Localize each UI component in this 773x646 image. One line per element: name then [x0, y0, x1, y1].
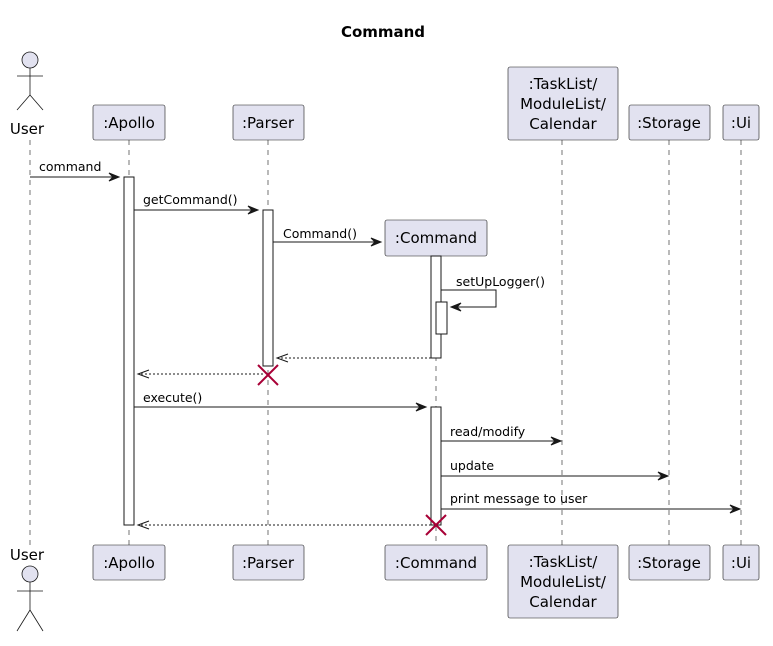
message-label: getCommand() [143, 192, 238, 207]
activation-apollo [123, 176, 135, 526]
actor-user-top: User [10, 51, 45, 138]
participant-label: :Parser [242, 114, 295, 132]
participant-tasklist-top: :TaskList/ ModuleList/ Calendar [507, 66, 619, 141]
message-getcommand: getCommand() [134, 192, 260, 215]
activation-parser [262, 209, 274, 367]
actor-label-bottom: User [10, 546, 45, 564]
arrowhead [108, 172, 121, 182]
arrowhead [449, 302, 462, 312]
message-command: command [30, 159, 121, 182]
arrowhead [729, 504, 742, 514]
message-label: update [450, 458, 494, 473]
arrowhead [415, 402, 428, 412]
participant-label-line1: :TaskList/ [529, 553, 599, 571]
message-label: execute() [143, 390, 202, 405]
participant-ui-top: :Ui [722, 104, 760, 141]
participant-apollo-top: :Apollo [92, 104, 166, 141]
participant-label: :Storage [637, 114, 701, 132]
participant-label: :Apollo [103, 114, 155, 132]
message-update: update [441, 458, 670, 481]
participant-label-line3: Calendar [529, 593, 597, 611]
activation-command-self [435, 301, 448, 335]
participant-label-line3: Calendar [529, 115, 597, 133]
participant-parser-bottom: :Parser [232, 544, 305, 581]
participant-command-created: :Command [384, 219, 488, 257]
arrowhead [275, 353, 289, 363]
actor-head [21, 51, 39, 69]
participant-storage-top: :Storage [628, 104, 711, 141]
arrowhead [247, 205, 260, 215]
destroy-mark-command [425, 514, 447, 536]
arrowhead [550, 436, 563, 446]
message-readmodify: read/modify [441, 424, 563, 446]
participant-storage-bottom: :Storage [628, 544, 711, 581]
message-printmessage: print message to user [441, 491, 742, 514]
activation-command-2 [430, 406, 442, 526]
message-create-command: Command() [273, 226, 383, 247]
participant-label: :Apollo [103, 554, 155, 572]
destroy-mark-parser [257, 364, 279, 386]
participant-label-line2: ModuleList/ [520, 573, 607, 591]
diagram-title: Command [341, 23, 425, 41]
participant-command-bottom: :Command [384, 544, 488, 581]
participant-ui-bottom: :Ui [722, 544, 760, 581]
participant-apollo-bottom: :Apollo [92, 544, 166, 581]
message-return-final [136, 520, 431, 530]
participant-label: :Storage [637, 554, 701, 572]
participant-parser-top: :Parser [232, 104, 305, 141]
actor-head [21, 565, 39, 583]
actor-label-top: User [10, 120, 45, 138]
actor-user-bottom: User [10, 546, 45, 632]
participant-label: :Command [395, 554, 477, 572]
participant-label-line1: :TaskList/ [529, 75, 599, 93]
participant-label: :Ui [731, 554, 751, 572]
message-return-to-parser [275, 353, 431, 363]
activations [123, 176, 448, 526]
message-setuplogger: setUpLogger() [441, 274, 545, 312]
message-return-to-apollo [136, 369, 263, 379]
message-label: setUpLogger() [456, 274, 545, 289]
message-label: print message to user [450, 491, 588, 506]
message-execute: execute() [134, 390, 428, 412]
participant-label: :Ui [731, 114, 751, 132]
participant-tasklist-bottom: :TaskList/ ModuleList/ Calendar [507, 544, 619, 619]
message-label: read/modify [450, 424, 526, 439]
message-label: command [39, 159, 101, 174]
lifelines [29, 140, 742, 545]
participant-label: :Command [395, 229, 477, 247]
participant-label: :Parser [242, 554, 295, 572]
message-label: Command() [283, 226, 357, 241]
arrowhead [136, 520, 150, 530]
arrowhead [657, 471, 670, 481]
participant-label-line2: ModuleList/ [520, 95, 607, 113]
arrowhead [136, 369, 150, 379]
arrowhead [370, 237, 383, 247]
